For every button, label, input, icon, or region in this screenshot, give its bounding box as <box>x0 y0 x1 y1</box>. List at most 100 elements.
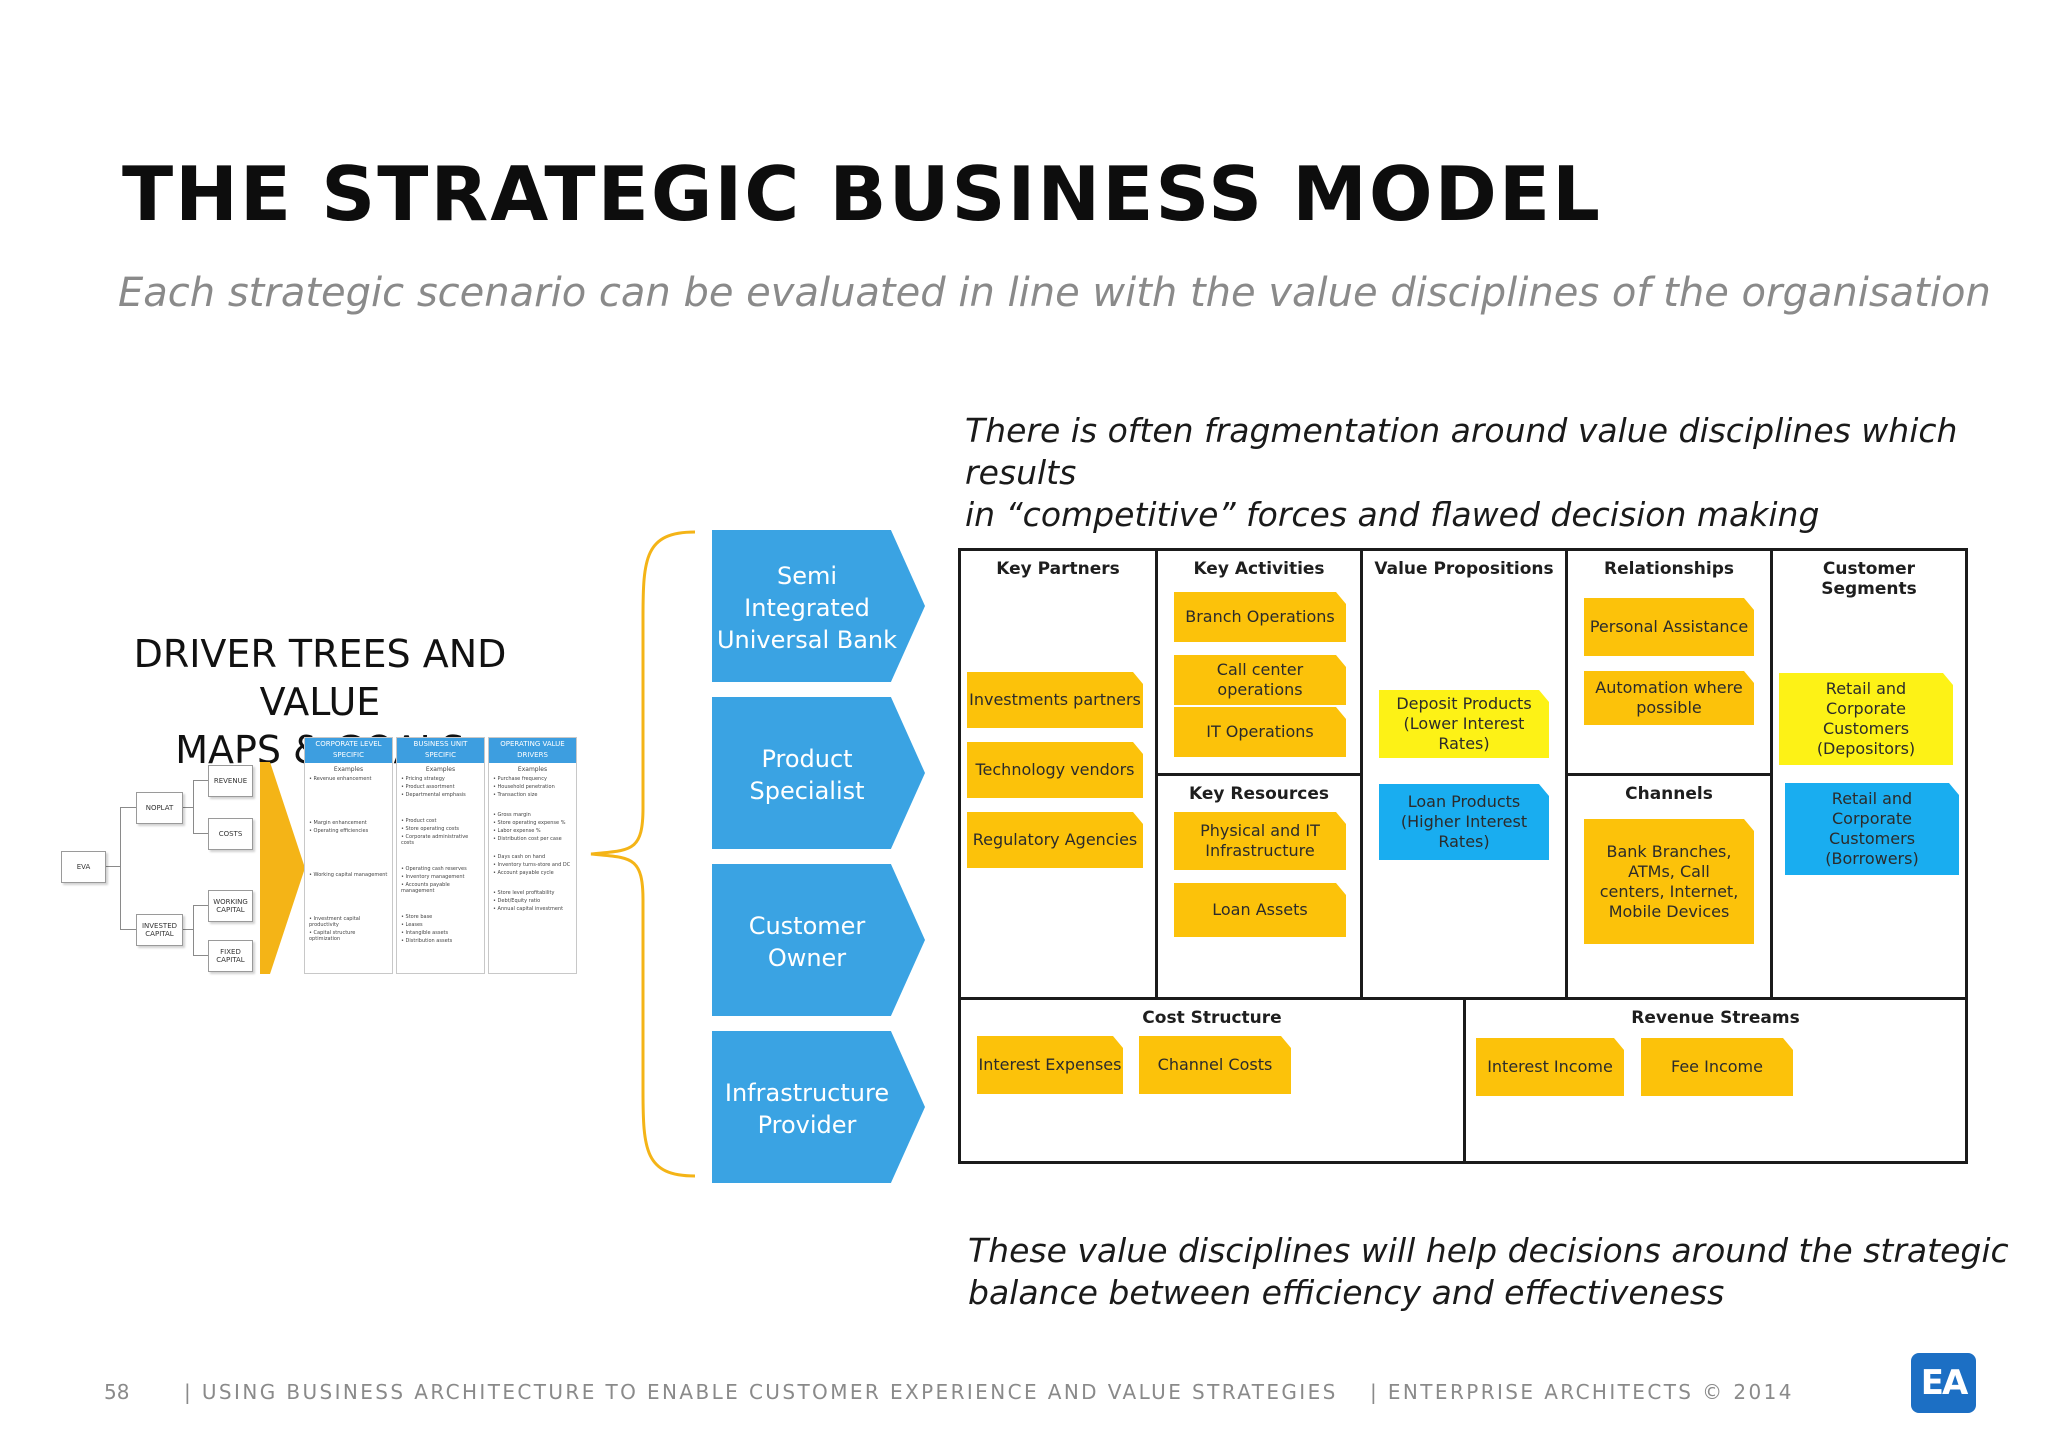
discipline-label: Integrated <box>744 594 870 622</box>
cost-structure-title: Cost Structure <box>1142 1008 1282 1028</box>
canvas-key-partners: Key Partners Investments partners Techno… <box>958 548 1158 1000</box>
driver-line: • Transaction size <box>493 792 538 798</box>
driver-line: • Store operating expense % <box>493 820 566 826</box>
sticky-note: Loan Products (Higher Interest Rates) <box>1379 784 1549 860</box>
footer-page-number: 58 <box>104 1380 130 1404</box>
top-note: There is often fragmentation around valu… <box>965 410 2048 536</box>
sticky-note: Call center operations <box>1174 655 1346 705</box>
top-note-line-2: in “competitive” forces and flawed decis… <box>965 495 1820 534</box>
driver-line: • Capital structure optimization <box>309 930 356 942</box>
driver-group: • Purchase frequency • Household penetra… <box>489 776 576 798</box>
sticky-note: Interest Expenses <box>977 1036 1123 1094</box>
driver-line: • Distribution cost per case <box>493 836 562 842</box>
sticky-note: Branch Operations <box>1174 592 1346 642</box>
driver-line: • Household penetration <box>493 784 555 790</box>
sticky-note: Physical and IT Infrastructure <box>1174 812 1346 870</box>
discipline-label: Product <box>761 745 853 773</box>
driver-group: • Product cost • Store operating costs •… <box>397 818 484 846</box>
discipline-label: Specialist <box>749 777 865 805</box>
driver-line: • Investment capital productivity <box>309 916 361 928</box>
customer-segments-title: Customer Segments <box>1821 559 1917 599</box>
driver-column-corporate-title: CORPORATE LEVEL SPECIFIC <box>305 738 392 763</box>
canvas-revenue-streams: Revenue Streams Interest Income Fee Inco… <box>1463 997 1968 1164</box>
driver-line: • Inventory management <box>401 874 465 880</box>
driver-line: • Store operating costs <box>401 826 460 832</box>
key-resources-title: Key Resources <box>1188 784 1330 804</box>
driver-group: • Pricing strategy • Product assortment … <box>397 776 484 798</box>
tree-node-invested-capital: INVESTED CAPITAL <box>136 914 183 946</box>
driver-group: • Investment capital productivity • Capi… <box>305 916 392 942</box>
driver-line: • Inventory turns-store and DC <box>493 862 571 868</box>
discipline-chevron-semi-integrated-universal-bank: Semi Integrated Universal Bank <box>712 530 925 682</box>
driver-line: • Gross margin <box>493 812 531 818</box>
tree-node-fixed-capital: FIXED CAPITAL <box>208 940 253 972</box>
driver-group: • Store level profitability • Debt/Equit… <box>489 890 576 912</box>
driver-line: • Distribution assets <box>401 938 453 944</box>
tree-node-eva: EVA <box>61 851 106 883</box>
sticky-note: Fee Income <box>1641 1038 1793 1096</box>
discipline-label: Provider <box>757 1111 857 1139</box>
sticky-note: Retail and Corporate Customers (Borrower… <box>1785 783 1959 875</box>
driver-column-corporate-sub: Examples <box>333 766 364 773</box>
driver-line: • Product assortment <box>401 784 455 790</box>
tree-node-costs: COSTS <box>208 818 253 850</box>
bottom-note: These value disciplines will help decisi… <box>968 1230 2009 1314</box>
driver-line: • Pricing strategy <box>401 776 445 782</box>
discipline-label: Owner <box>767 944 847 972</box>
driver-column-operating-sub: Examples <box>517 766 548 773</box>
discipline-chevron-customer-owner: Customer Owner <box>712 864 925 1016</box>
driver-line: • Margin enhancement <box>309 820 367 826</box>
sticky-note: Loan Assets <box>1174 883 1346 937</box>
footer-presentation-title: | USING BUSINESS ARCHITECTURE TO ENABLE … <box>184 1380 1338 1404</box>
driver-group: • Days cash on hand • Inventory turns-st… <box>489 854 576 876</box>
driver-line: • Account payable cycle <box>493 870 554 876</box>
discipline-label: Universal Bank <box>716 626 898 654</box>
driver-group: • Gross margin • Store operating expense… <box>489 812 576 842</box>
driver-line: • Revenue enhancement <box>309 776 372 782</box>
driver-column-operating-title: OPERATING VALUE DRIVERS <box>489 738 576 763</box>
sticky-note: Regulatory Agencies <box>967 812 1143 868</box>
driver-group: • Operating cash reserves • Inventory ma… <box>397 866 484 894</box>
driver-column-business-unit-title: BUSINESS UNIT SPECIFIC <box>397 738 484 763</box>
driver-group: • Revenue enhancement <box>305 776 392 782</box>
value-propositions-title: Value Propositions <box>1374 559 1554 579</box>
footer-company: | ENTERPRISE ARCHITECTS © 2014 <box>1370 1380 1794 1404</box>
driver-line: • Store base <box>401 914 433 920</box>
curly-brace <box>590 530 696 1178</box>
discipline-label: Infrastructure <box>724 1079 890 1107</box>
canvas-value-propositions: Value Propositions Deposit Products (Low… <box>1360 548 1568 1000</box>
driver-tree-arrow <box>260 762 305 974</box>
sticky-note: IT Operations <box>1174 707 1346 757</box>
sticky-note: Personal Assistance <box>1584 598 1754 656</box>
key-activities-title: Key Activities <box>1193 559 1325 579</box>
driver-line: • Corporate administrative costs <box>401 834 469 846</box>
relationships-title: Relationships <box>1604 559 1734 579</box>
page-title: THE STRATEGIC BUSINESS MODEL <box>122 150 1602 238</box>
driver-group: • Margin enhancement • Operating efficie… <box>305 820 392 834</box>
driver-line: • Product cost <box>401 818 437 824</box>
driver-group: • Working capital management <box>305 872 392 878</box>
driver-line: • Operating cash reserves <box>401 866 467 872</box>
driver-line: • Working capital management <box>309 872 388 878</box>
key-partners-title: Key Partners <box>996 559 1120 579</box>
driver-column-corporate: CORPORATE LEVEL SPECIFIC Examples • Reve… <box>304 737 393 974</box>
driver-group: • Store base • Leases • Intangible asset… <box>397 914 484 944</box>
tree-node-working-capital: WORKING CAPITAL <box>208 890 253 922</box>
driver-line: • Intangible assets <box>401 930 449 936</box>
business-model-canvas: Key Partners Investments partners Techno… <box>958 548 1968 1164</box>
canvas-relationships: Relationships Personal Assistance Automa… <box>1565 548 1773 776</box>
company-logo: EA <box>1911 1353 1976 1413</box>
canvas-key-activities: Key Activities Branch Operations Call ce… <box>1155 548 1363 776</box>
driver-column-operating: OPERATING VALUE DRIVERS Examples • Purch… <box>488 737 577 974</box>
driver-line: • Leases <box>401 922 423 928</box>
canvas-channels: Channels Bank Branches, ATMs, Call cente… <box>1565 773 1773 1000</box>
tree-node-revenue: REVENUE <box>208 765 253 797</box>
driver-line: • Debt/Equity ratio <box>493 898 541 904</box>
sticky-note: Technology vendors <box>967 742 1143 798</box>
driver-line: • Days cash on hand <box>493 854 546 860</box>
driver-line: • Departmental emphasis <box>401 792 466 798</box>
revenue-streams-title: Revenue Streams <box>1631 1008 1800 1028</box>
bottom-note-line-1: These value disciplines will help decisi… <box>968 1231 2009 1270</box>
tree-node-noplat: NOPLAT <box>136 792 183 824</box>
page-subtitle: Each strategic scenario can be evaluated… <box>118 270 1991 316</box>
